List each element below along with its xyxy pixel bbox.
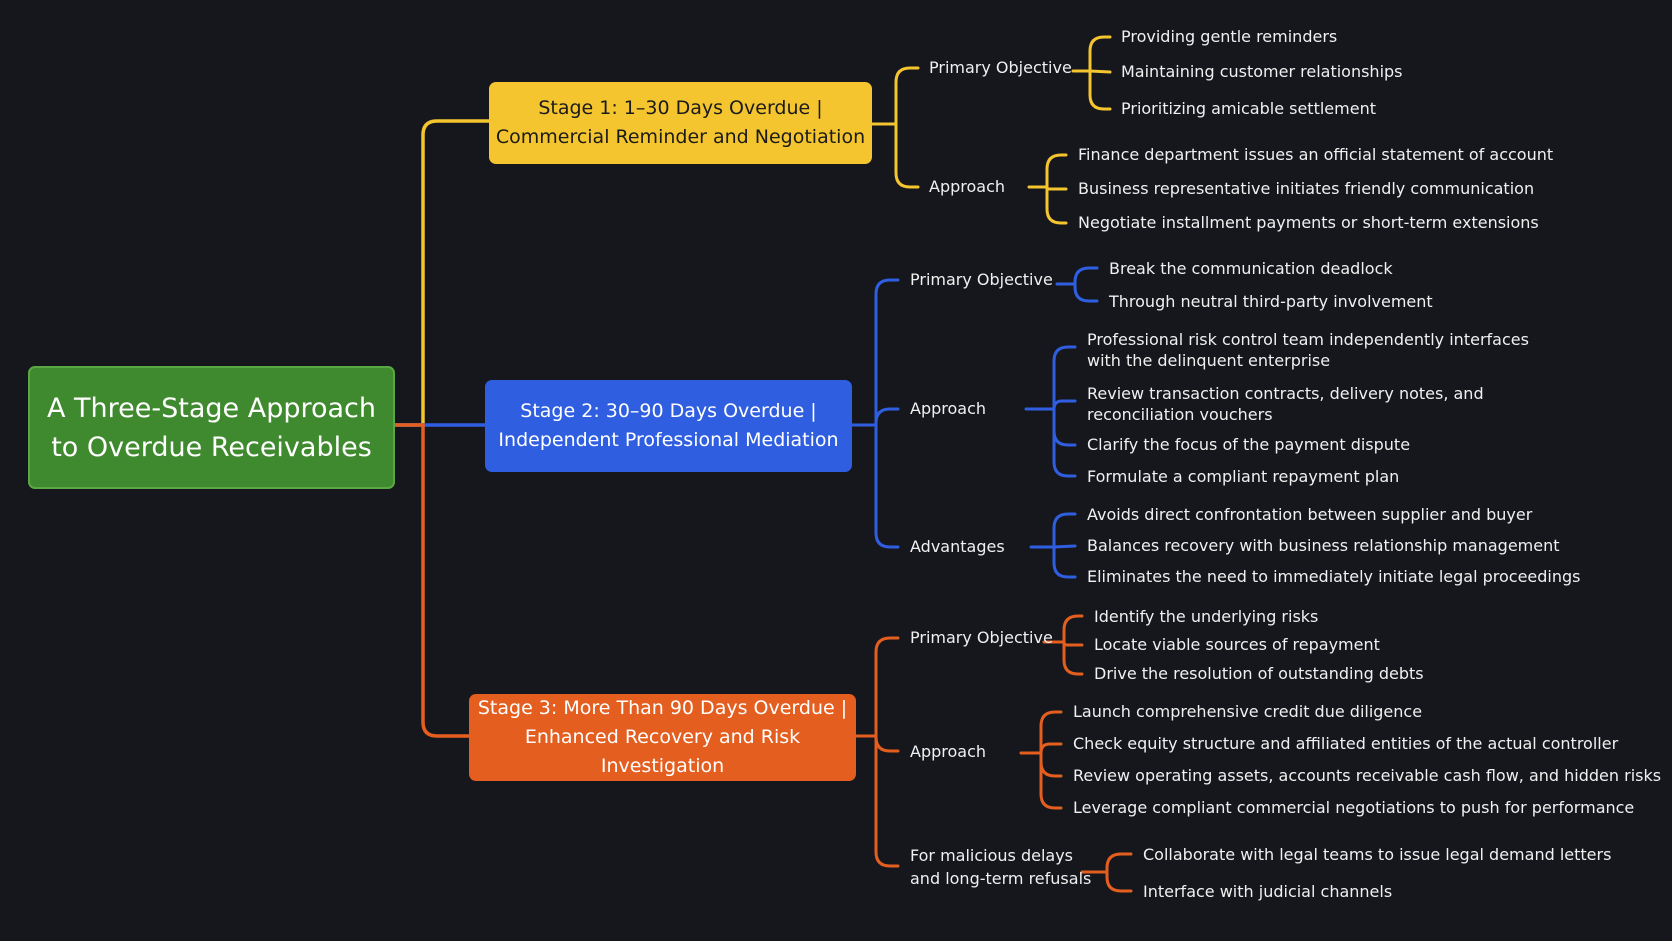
root-to-stage3-branch	[421, 423, 471, 738]
stage2-approach-item-cont: reconciliation vouchers	[1087, 405, 1273, 424]
root-node[interactable]: A Three-Stage Approach to Overdue Receiv…	[28, 366, 395, 489]
stage3-malicious-label-cont[interactable]: and long-term refusals	[910, 869, 1092, 888]
stage3-to-categories-branch	[874, 636, 900, 738]
stage2-objective-bracket-branch	[1073, 266, 1099, 286]
stage2-approach-item-cont: with the delinquent enterprise	[1087, 351, 1331, 370]
stage1-objective-bracket-branch	[1088, 69, 1112, 111]
stage3-malicious-bracket-branch	[1105, 852, 1133, 874]
stage3-approach-item: Launch comprehensive credit due diligenc…	[1073, 702, 1423, 721]
stage3-objective-bracket-branch	[1062, 640, 1084, 676]
stage3-malicious-item: Collaborate with legal teams to issue le…	[1143, 845, 1612, 864]
stage1-approach-item: Business representative initiates friend…	[1078, 179, 1535, 198]
stage1-objective-label[interactable]: Primary Objective	[929, 58, 1072, 77]
stage3-objective-item: Drive the resolution of outstanding debt…	[1094, 664, 1424, 683]
stage1-title-line1: Stage 1: 1–30 Days Overdue |	[538, 97, 823, 119]
stage2-title-line2: Independent Professional Mediation	[498, 429, 839, 451]
stage3-approach-item: Check equity structure and affiliated en…	[1073, 734, 1619, 753]
stage3-objective-bracket-branch	[1062, 614, 1084, 644]
stage3-approach-label[interactable]: Approach	[910, 742, 987, 761]
root-to-stage1-branch	[421, 119, 491, 427]
stage3-approach-bracket-branch	[1039, 751, 1063, 810]
stage3-node[interactable]: Stage 3: More Than 90 Days Overdue | Enh…	[469, 694, 856, 781]
stage1-objective-bracket-branch	[1088, 69, 1112, 74]
stage2-advantages-item: Eliminates the need to immediately initi…	[1087, 567, 1581, 586]
stage1-objective-item: Maintaining customer relationships	[1121, 62, 1403, 81]
root-title-line1: A Three-Stage Approach	[46, 392, 376, 424]
stage2-title-line1: Stage 2: 30–90 Days Overdue |	[520, 400, 817, 422]
stage2-objective-item: Through neutral third-party involvement	[1109, 292, 1433, 311]
stage2-advantages-bracket-branch	[1052, 544, 1077, 549]
stage2-objective-bracket-branch	[1073, 282, 1099, 303]
stage1-to-categories-branch	[894, 66, 920, 126]
stage2-advantages-bracket-branch	[1052, 545, 1077, 579]
stage2-approach-item: Professional risk control team independe…	[1087, 330, 1529, 349]
stage2-advantages-label[interactable]: Advantages	[910, 537, 1005, 556]
stage3-objective-bracket-branch	[1062, 640, 1084, 647]
stage2-to-categories-branch	[874, 423, 900, 549]
stage3-objective-label[interactable]: Primary Objective	[910, 628, 1053, 647]
stage1-approach-item: Negotiate installment payments or short-…	[1078, 213, 1539, 232]
stage1-approach-bracket-branch	[1045, 185, 1068, 191]
stage1-approach-bracket-branch	[1045, 153, 1068, 189]
stage1-to-categories-branch	[894, 122, 920, 189]
stage3-approach-bracket-branch	[1039, 710, 1063, 755]
stage3-approach-bracket-branch	[1039, 742, 1063, 755]
stage1-objective-item: Providing gentle reminders	[1121, 27, 1338, 46]
stage2-advantages-item: Avoids direct confrontation between supp…	[1087, 505, 1533, 524]
stage3-malicious-item: Interface with judicial channels	[1143, 882, 1393, 901]
stage3-approach-item: Leverage compliant commercial negotiatio…	[1073, 798, 1635, 817]
stage3-approach-bracket-branch	[1039, 751, 1063, 778]
stage2-approach-bracket-branch	[1052, 345, 1077, 411]
stage1-objective-item: Prioritizing amicable settlement	[1121, 99, 1376, 118]
stage2-approach-item: Formulate a compliant repayment plan	[1087, 467, 1400, 486]
stage2-node[interactable]: Stage 2: 30–90 Days Overdue | Independen…	[485, 380, 852, 472]
stage2-approach-bracket-branch	[1052, 407, 1077, 447]
stage2-approach-bracket-branch	[1052, 399, 1077, 411]
stage1-approach-label[interactable]: Approach	[929, 177, 1006, 196]
stage3-title-line1: Stage 3: More Than 90 Days Overdue |	[477, 697, 848, 719]
stage3-malicious-bracket-branch	[1105, 870, 1133, 893]
stage1-objective-bracket-branch	[1088, 35, 1112, 73]
stage2-objective-item: Break the communication deadlock	[1109, 259, 1393, 278]
stage3-approach-item: Review operating assets, accounts receiv…	[1073, 766, 1662, 785]
stage2-advantages-bracket-branch	[1052, 512, 1077, 549]
stage3-title-line2: Enhanced Recovery and Risk Investigation	[524, 726, 801, 777]
stage2-approach-item: Review transaction contracts, delivery n…	[1087, 384, 1484, 403]
stage2-advantages-item: Balances recovery with business relation…	[1087, 536, 1560, 555]
stage1-approach-bracket-branch	[1045, 185, 1068, 225]
stage3-to-categories-branch	[874, 734, 900, 753]
stage3-malicious-label[interactable]: For malicious delays	[910, 846, 1074, 865]
stage2-to-categories-branch	[874, 407, 900, 427]
stage1-node[interactable]: Stage 1: 1–30 Days Overdue | Commercial …	[489, 82, 872, 164]
stage3-to-categories-branch	[874, 734, 900, 868]
root-title-line2: to Overdue Receivables	[51, 431, 372, 463]
stage2-approach-bracket-branch	[1052, 407, 1077, 478]
stage1-approach-item: Finance department issues an official st…	[1078, 145, 1554, 164]
stage2-approach-label[interactable]: Approach	[910, 399, 987, 418]
stage2-objective-label[interactable]: Primary Objective	[910, 270, 1053, 289]
stage2-to-categories-branch	[874, 278, 900, 427]
stage3-objective-item: Identify the underlying risks	[1094, 607, 1319, 626]
stage1-title-line2: Commercial Reminder and Negotiation	[495, 126, 866, 148]
stage3-objective-item: Locate viable sources of repayment	[1094, 635, 1380, 654]
stage2-approach-item: Clarify the focus of the payment dispute	[1087, 435, 1411, 454]
